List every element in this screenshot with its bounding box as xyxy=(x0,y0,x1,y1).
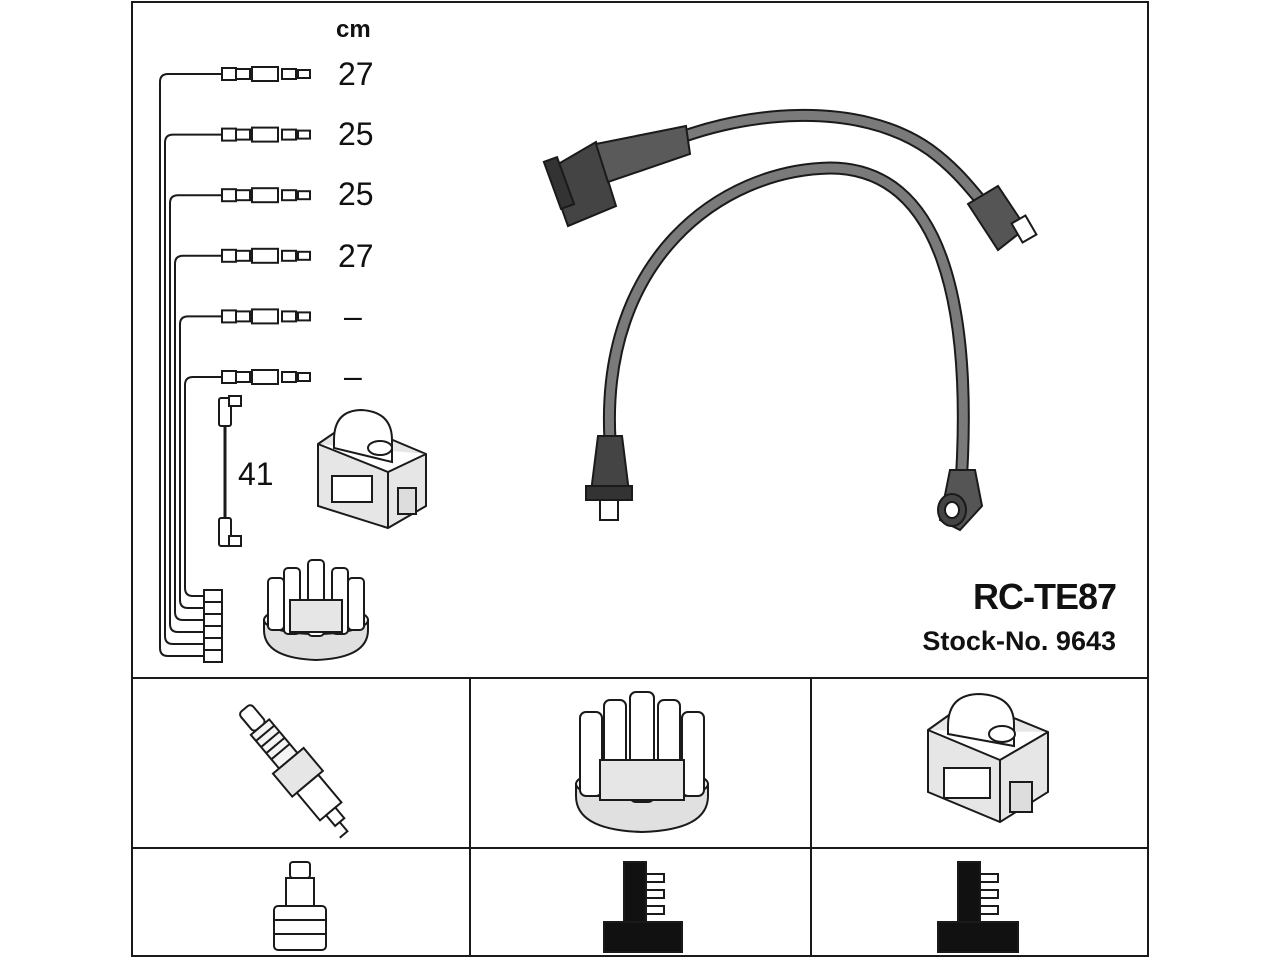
ignition-cable-back xyxy=(647,109,990,210)
lead-wire-5 xyxy=(179,308,311,615)
cap-terminal-icon xyxy=(603,861,683,953)
lead-wire-3 xyxy=(169,187,311,639)
spark-plug-icon xyxy=(239,704,349,839)
distributor-cap-small-icon xyxy=(263,559,369,662)
lead-wire-2 xyxy=(164,126,311,651)
plug-boot-large xyxy=(542,124,692,228)
straight-boot-bottom xyxy=(585,435,633,521)
coil-terminal-icon xyxy=(937,861,1019,953)
ignition-coil-icon xyxy=(927,692,1049,824)
lead-length-1: 27 xyxy=(338,56,374,92)
lead-length-3: 25 xyxy=(338,176,374,212)
lead-wire-4 xyxy=(174,247,311,627)
lead-length-5: – xyxy=(344,298,362,334)
ignition-coil-small-icon xyxy=(317,408,427,530)
lead-wire-6 xyxy=(184,369,311,603)
plug-terminal-icon xyxy=(273,861,327,951)
length-unit-label: cm xyxy=(336,16,371,43)
coil-lead-length: 41 xyxy=(238,456,274,492)
coil-lead-wire xyxy=(218,395,242,547)
lead-length-6: – xyxy=(344,358,362,394)
distributor-cap-icon xyxy=(575,691,709,834)
plug-boot-right xyxy=(966,184,1038,252)
lead-length-schematic xyxy=(159,66,311,663)
lead-length-4: 27 xyxy=(338,238,374,274)
stock-number: Stock-No. 9643 xyxy=(922,626,1116,656)
product-code: RC-TE87 xyxy=(972,576,1117,617)
angled-boot-bottom xyxy=(937,469,984,532)
lead-wire-1 xyxy=(159,66,311,663)
ignition-cable-front xyxy=(602,161,970,501)
lead-length-2: 25 xyxy=(338,116,374,152)
frame-grid xyxy=(131,1,1149,957)
